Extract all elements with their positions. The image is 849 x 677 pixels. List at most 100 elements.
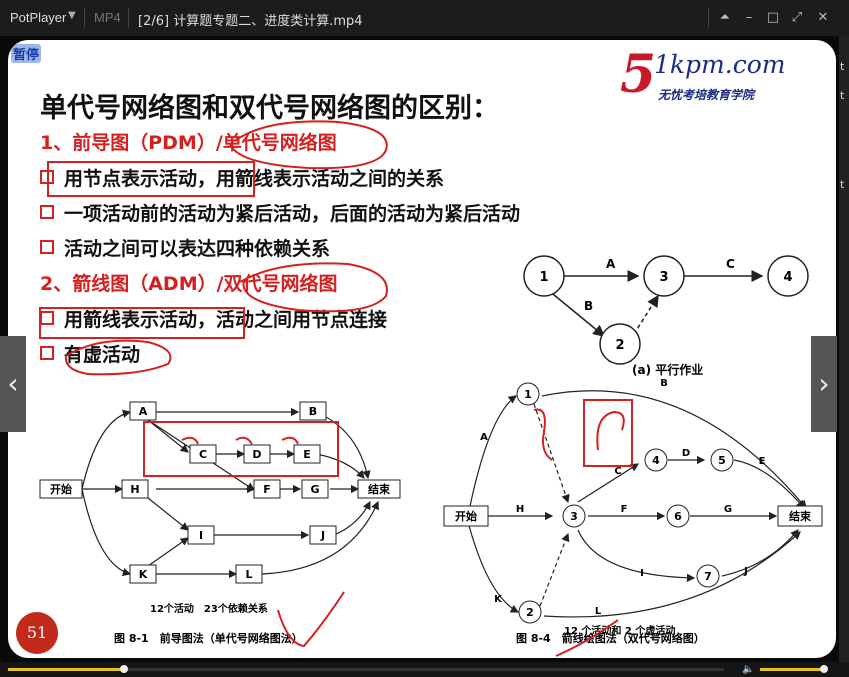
next-arrow-button[interactable]: › <box>811 336 837 432</box>
node-J: J <box>309 525 337 545</box>
svg-text:E: E <box>303 448 311 461</box>
node-E: E <box>293 444 321 464</box>
diagram-note: 12个活动 23个依赖关系 <box>150 602 268 615</box>
node-H: H <box>121 479 149 499</box>
divider <box>84 8 85 28</box>
divider <box>708 8 709 28</box>
prev-arrow-button[interactable]: ‹ <box>0 336 26 432</box>
edge-label: K <box>494 594 503 605</box>
node-4: 4 <box>644 448 668 472</box>
diagram-caption: 图 8-4 箭线绘图法（双代号网络图） <box>516 631 705 645</box>
svg-text:L: L <box>245 568 252 581</box>
node-1: 1 <box>516 382 540 406</box>
svg-text:6: 6 <box>674 510 682 523</box>
slide-heading: 单代号网络图和双代号网络图的区别： <box>40 93 499 124</box>
app-menu-button[interactable]: PotPlayer <box>10 10 67 25</box>
slide: 5 1kpm.com 无忧考培教育学院 单代号网络图和双代号网络图的区别： 1、… <box>8 40 836 658</box>
node-L: L <box>235 564 263 584</box>
title-bar: PotPlayer ▼ MP4 [2/6] 计算题专题二、进度类计算.mp4 ⏶… <box>0 0 849 36</box>
svg-text:7: 7 <box>704 570 712 583</box>
svg-text:3: 3 <box>570 510 578 523</box>
format-label: MP4 <box>94 10 121 25</box>
video-area[interactable]: 5 1kpm.com 无忧考培教育学院 单代号网络图和双代号网络图的区别： 1、… <box>0 36 839 662</box>
pdm-title: 1、前导图（PDM）/单代号网络图 <box>40 132 337 154</box>
playback-controls: 🔈 <box>0 662 849 677</box>
svg-text:结束: 结束 <box>788 509 812 523</box>
site-logo: 5 1kpm.com 无忧考培教育学院 <box>620 44 800 118</box>
edge-label: C <box>726 257 735 271</box>
svg-text:G: G <box>310 483 319 496</box>
seek-bar-progress[interactable] <box>8 668 124 671</box>
pin-icon[interactable]: ⏶ <box>719 10 731 25</box>
svg-text:4: 4 <box>652 454 660 467</box>
edge-label: F <box>621 504 628 515</box>
node-start: 开始 <box>443 505 489 527</box>
bullet-icon <box>40 346 54 360</box>
bullet-icon <box>40 311 54 325</box>
edge-label: E <box>759 456 766 467</box>
node-6: 6 <box>666 504 690 528</box>
status-paused: 暂停 <box>11 44 42 63</box>
svg-text:J: J <box>320 529 325 542</box>
node-K: K <box>129 564 157 584</box>
svg-text:H: H <box>130 483 139 496</box>
volume-bar[interactable] <box>760 668 824 671</box>
svg-text:C: C <box>199 448 207 461</box>
close-icon[interactable]: ✕ <box>817 10 829 25</box>
diagram-adm: 开始 1 3 4 5 6 7 2 结束 A B C D E H F G I J <box>443 378 823 645</box>
svg-text:5: 5 <box>718 454 726 467</box>
svg-text:D: D <box>252 448 261 461</box>
svg-text:K: K <box>139 568 148 581</box>
node-D: D <box>243 444 271 464</box>
edge-label: A <box>606 257 616 271</box>
list-item-text: 用箭线表示活动，活动之间用节点连接 <box>64 309 388 331</box>
edge-label: C <box>614 466 621 477</box>
list-item-text: 活动之间可以表达四种依赖关系 <box>64 238 331 260</box>
seek-handle[interactable] <box>120 665 128 673</box>
node-2: 2 <box>599 323 641 365</box>
node-end: 结束 <box>357 479 401 499</box>
svg-text:A: A <box>139 405 148 418</box>
volume-icon[interactable]: 🔈 <box>742 664 755 675</box>
list-item-text: 有虚活动 <box>64 344 141 366</box>
edge-label: I <box>640 568 644 579</box>
maximize-icon[interactable]: □ <box>766 10 780 25</box>
edge-label: J <box>743 566 748 577</box>
logo-number: 5 <box>620 44 657 105</box>
adm-title: 2、箭线图（ADM）/双代号网络图 <box>40 273 338 295</box>
diagram-parallel: 1 3 4 2 A C B (a) 平行作业 <box>523 255 809 377</box>
node-1: 1 <box>523 255 565 297</box>
bullet-icon <box>40 205 54 219</box>
volume-handle[interactable] <box>820 665 828 673</box>
window-title: [2/6] 计算题专题二、进度类计算.mp4 <box>138 14 363 29</box>
strip-text: t <box>840 89 845 102</box>
svg-text:F: F <box>263 483 271 496</box>
fullscreen-icon[interactable]: ⤢ <box>791 10 803 25</box>
svg-text:结束: 结束 <box>367 482 391 496</box>
divider <box>128 8 129 28</box>
seek-bar-track[interactable] <box>124 668 724 671</box>
node-F: F <box>253 479 281 499</box>
node-4: 4 <box>767 255 809 297</box>
node-label: 3 <box>659 270 668 285</box>
chevron-down-icon[interactable]: ▼ <box>68 10 76 21</box>
node-label: 4 <box>783 270 792 285</box>
node-end: 结束 <box>777 505 823 527</box>
node-A: A <box>129 401 157 421</box>
node-3: 3 <box>643 255 685 297</box>
logo-tagline: 无忧考培教育学院 <box>658 88 755 102</box>
node-5: 5 <box>710 448 734 472</box>
list-item: 用节点表示活动，用箭线表示活动之间的关系 <box>40 164 444 191</box>
node-3: 3 <box>562 504 586 528</box>
node-C: C <box>189 444 217 464</box>
list-item: 一项活动前的活动为紧后活动，后面的活动为紧后活动 <box>40 199 520 226</box>
edge-label: B <box>584 299 593 313</box>
edge-label: A <box>480 432 488 443</box>
edge-label: B <box>660 378 668 389</box>
node-label: 1 <box>539 270 548 285</box>
node-G: G <box>301 479 329 499</box>
list-item: 有虚活动 <box>40 340 140 367</box>
bullet-icon <box>40 240 54 254</box>
node-start: 开始 <box>39 479 83 499</box>
minimize-icon[interactable]: – <box>745 10 753 25</box>
